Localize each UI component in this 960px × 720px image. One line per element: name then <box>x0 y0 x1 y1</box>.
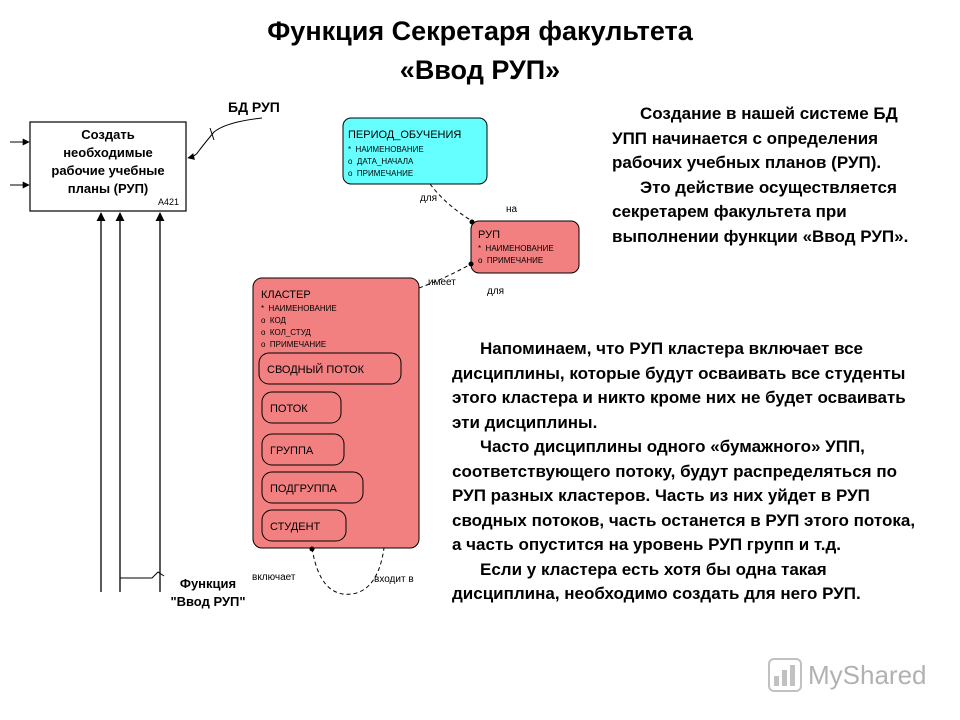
entity-period-attr-3: o ПРИМЕЧАНИЕ <box>348 169 413 178</box>
mechanism-label-2: "Ввод РУП" <box>170 594 245 609</box>
slide-title-line1: Функция Секретаря факультета <box>267 16 693 46</box>
explanation-paragraph-2: Часто дисциплины одного «бумажного» УПП,… <box>452 437 916 554</box>
entity-rup <box>470 220 580 274</box>
subtype-student-box <box>261 509 347 542</box>
watermark-text: MyShared <box>808 659 927 690</box>
explanation-paragraph-1: Напоминаем, что РУП кластера включает вс… <box>452 339 906 432</box>
entity-rup-attr-2: o ПРИМЕЧАНИЕ <box>478 256 543 265</box>
function-box-label-2: необходимые <box>63 145 153 160</box>
entity-rup-title: РУП <box>478 229 500 241</box>
subtype-gruppa-box <box>261 433 345 466</box>
subtype-gruppa: ГРУППА <box>270 445 314 457</box>
rel-cluster-recursive <box>311 547 385 595</box>
intro-paragraph-2: Это действие осуществляется секретарем ф… <box>612 177 909 246</box>
function-box <box>29 121 187 212</box>
watermark-icon <box>768 658 802 692</box>
entity-cluster-attr-3: o КОЛ_СТУД <box>261 328 311 337</box>
subtype-podgruppa: ПОДГРУППА <box>270 483 338 495</box>
explanation-text: Напоминаем, что РУП кластера включает вс… <box>452 337 924 607</box>
rel-period-rup-dot <box>469 219 475 225</box>
entity-cluster-attr-4: o ПРИМЕЧАНИЕ <box>261 340 326 349</box>
mechanism-link <box>120 571 165 579</box>
subtype-potok: ПОТОК <box>270 403 308 415</box>
function-box-label-4: планы (РУП) <box>68 181 149 196</box>
subtype-svodny-potok: СВОДНЫЙ ПОТОК <box>267 363 365 376</box>
slide-title-line2: «Ввод РУП» <box>399 55 561 85</box>
mechanism-label-1: Функция <box>180 576 236 591</box>
rel-recursive-dot <box>309 546 315 552</box>
rel-label-imeet: имеет <box>428 277 456 288</box>
rel-label-dlya2: для <box>487 286 504 297</box>
subtype-student: СТУДЕНТ <box>270 521 321 533</box>
rel-label-vklyuchaet: включает <box>252 572 296 583</box>
intro-text: Создание в нашей системе БД УПП начинает… <box>612 102 932 249</box>
entity-period-title: ПЕРИОД_ОБУЧЕНИЯ <box>348 129 461 141</box>
entity-period-attr-1: * НАИМЕНОВАНИЕ <box>348 145 424 154</box>
rel-cluster-rup-dot <box>468 261 474 267</box>
subtype-potok-box <box>261 391 342 424</box>
entity-period-attr-2: o ДАТА_НАЧАЛА <box>348 157 414 166</box>
entity-cluster-attr-2: o КОД <box>261 316 287 325</box>
explanation-paragraph-3: Если у кластера есть хотя бы одна такая … <box>452 559 861 604</box>
function-box-label-3: рабочие учебные <box>51 163 164 178</box>
subtype-podgruppa-box <box>261 471 364 504</box>
entity-cluster-title: КЛАСТЕР <box>261 289 311 301</box>
entity-cluster-attr-1: * НАИМЕНОВАНИЕ <box>261 304 337 313</box>
watermark-logo: MyShared <box>768 655 927 695</box>
control-arrow <box>187 117 263 160</box>
rel-label-vhodit: входит в <box>374 574 414 585</box>
entity-period <box>342 117 488 185</box>
rel-cluster-rup <box>418 263 472 289</box>
function-box-label-1: Создать <box>81 127 134 142</box>
entity-rup-attr-1: * НАИМЕНОВАНИЕ <box>478 244 554 253</box>
intro-paragraph-1: Создание в нашей системе БД УПП начинает… <box>612 104 898 172</box>
control-label: БД РУП <box>228 99 280 115</box>
subtype-svodny-potok-box <box>258 352 402 385</box>
rel-label-dlya1: для <box>420 193 437 204</box>
control-arrow-tick <box>209 127 215 141</box>
rel-label-na: на <box>506 204 518 215</box>
rel-period-rup <box>429 183 473 222</box>
function-box-code: A421 <box>158 197 179 207</box>
